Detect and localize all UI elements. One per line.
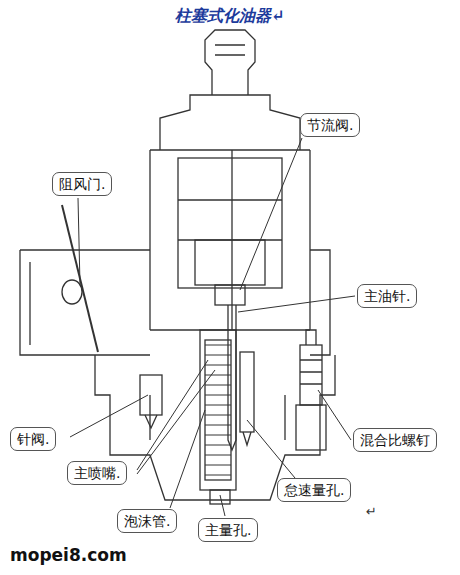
callout-box: 主量孔.	[198, 518, 258, 542]
callout-box: 泡沫管.	[117, 509, 177, 533]
callout-box: 阻风门.	[52, 172, 112, 196]
callout-label: 泡沫管.	[124, 512, 170, 530]
callout-box: 混合比螺钉	[353, 428, 437, 452]
callout-label: 主油针.	[364, 287, 410, 305]
callout-box: 主喷嘴.	[67, 461, 127, 485]
callout-label: 主量孔.	[205, 521, 251, 539]
callout-box: 怠速量孔.	[277, 478, 351, 502]
callout-label: 阻风门.	[59, 175, 105, 193]
callout-box: 主油针.	[357, 284, 417, 308]
callout-label: 混合比螺钉	[360, 431, 430, 449]
callout-label: 怠速量孔.	[284, 481, 344, 499]
callout-box: 节流阀.	[300, 113, 360, 137]
callout-label: 针阀.	[17, 430, 49, 448]
callout-label: 节流阀.	[307, 116, 353, 134]
callout-label: 主喷嘴.	[74, 464, 120, 482]
watermark: mopei8.com	[10, 545, 127, 565]
diagram-title: 柱塞式化油器↵	[175, 6, 284, 27]
callout-box: 针阀.	[10, 427, 56, 451]
return-mark: ↵	[366, 504, 377, 519]
